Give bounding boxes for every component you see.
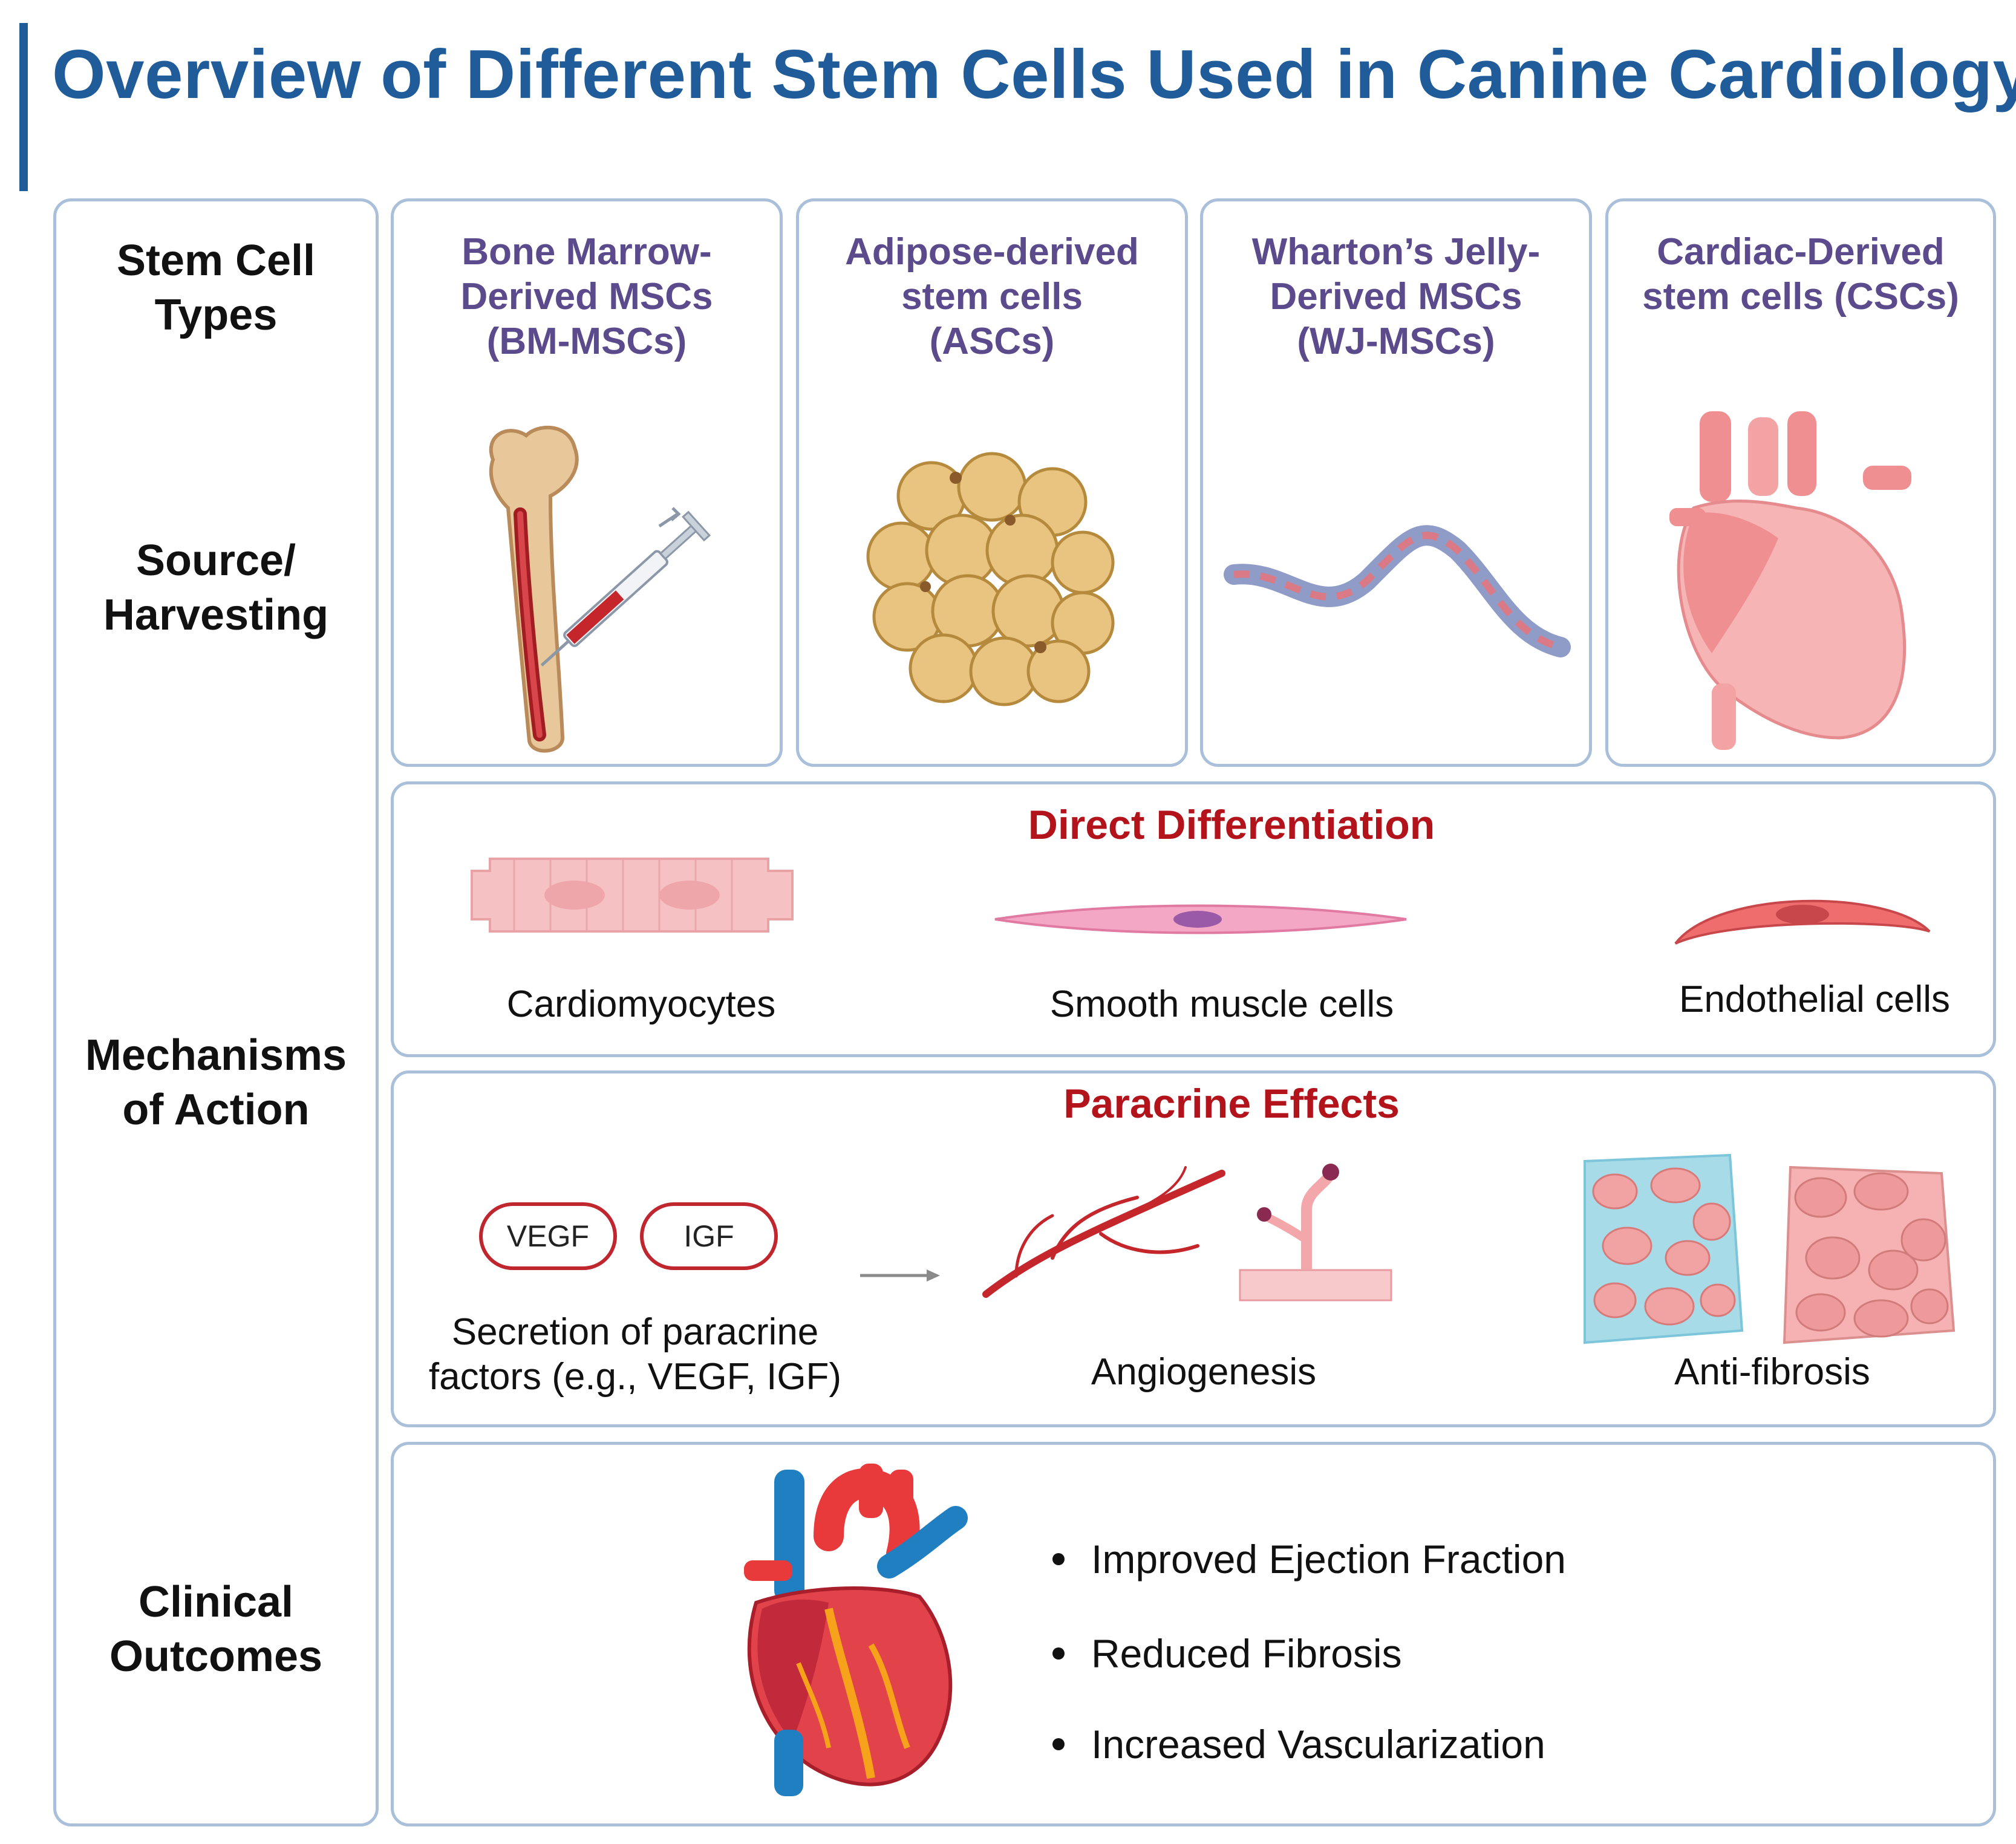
anti-fibrosis-label: Anti-fibrosis [1674,1351,1870,1393]
bullet-dot-icon [1052,1647,1065,1660]
endothelial-cell-icon [1674,899,1931,945]
bone-marrow-syringe-icon [489,426,711,753]
stem-cell-card-wj-mscs [1200,198,1592,767]
outcome-item: Reduced Fibrosis [1052,1631,1402,1676]
healthy-tissue-icon [1783,1165,1956,1344]
outcome-item: Increased Vascularization [1052,1721,1545,1767]
row-label-mechanisms-of-action: Mechanisms of Action [85,1031,347,1134]
bullet-dot-icon [1052,1552,1065,1565]
row-label-column [53,198,379,1826]
vessel-sprouting-icon [1239,1164,1392,1302]
secretion-label: Secretion of paracrine factors (e.g., VE… [428,1311,842,1398]
stem-cell-title-bm-mscs: Bone Marrow- Derived MSCs (BM-MSCs) [460,231,713,362]
row-label-clinical-outcomes: Clinical Outcomes [109,1578,323,1681]
direct-differentiation-title: Direct Differentiation [1028,802,1435,848]
endothelial-cells-label: Endothelial cells [1678,979,1951,1020]
heart-icon [1669,411,1911,750]
angiogenesis-label: Angiogenesis [1091,1351,1317,1393]
row-label-source-harvesting: Source/ Harvesting [103,536,329,639]
bullet-dot-icon [1052,1738,1065,1750]
vegf-factor-pill: VEGF [479,1202,617,1270]
umbilical-cord-icon [1224,525,1571,657]
stem-cell-title-wj-mscs: Wharton’s Jelly- Derived MSCs (WJ-MSCs) [1251,231,1541,362]
igf-factor-pill: IGF [640,1202,778,1270]
smooth-muscle-cell-icon [994,904,1407,934]
stem-cell-title-cscs: Cardiac-Derived stem cells (CSCs) [1642,231,1959,318]
paracrine-effects-title: Paracrine Effects [1063,1081,1400,1127]
page-title: Overview of Different Stem Cells Used in… [52,36,2016,113]
cardiomyocytes-label: Cardiomyocytes [506,983,776,1025]
smooth-muscle-cells-label: Smooth muscle cells [1049,983,1394,1025]
clinical-outcomes-panel [391,1442,1996,1826]
title-accent-bar [19,23,28,191]
blood-vessel-icon [982,1166,1225,1298]
stem-cell-card-bm-mscs [391,198,783,767]
adipose-cells-icon [866,452,1115,706]
outcome-item: Improved Ejection Fraction [1052,1536,1566,1582]
fibrotic-tissue-icon [1584,1153,1744,1344]
anatomical-heart-icon [744,1464,968,1796]
row-label-stem-cell-types: Stem Cell Types [116,236,316,339]
stem-cell-title-ascs: Adipose-derived stem cells (ASCs) [845,231,1139,362]
arrow-icon [860,1269,940,1282]
cardiomyocyte-icon [471,858,794,933]
